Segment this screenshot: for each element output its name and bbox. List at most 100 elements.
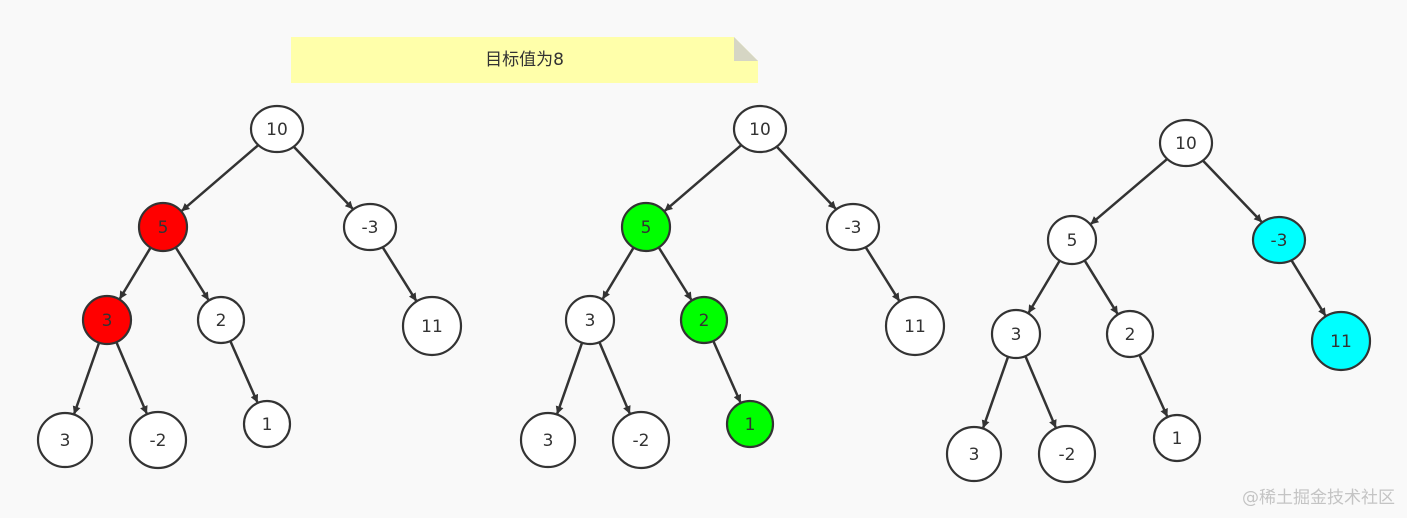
- tree-2-node-f: 11: [884, 295, 946, 357]
- edges-layer: [72, 144, 1327, 429]
- tree-3-edge-d-h: [1024, 355, 1057, 429]
- node-circle: [884, 295, 946, 357]
- tree-3-edge-c-f: [1290, 259, 1327, 317]
- node-label: 11: [1330, 332, 1352, 352]
- tree-1: 10 5 -3 3 2 11 3 -2 1: [36, 104, 463, 470]
- node-label: -2: [150, 431, 167, 451]
- tree-3-edge-d-g: [981, 356, 1010, 429]
- tree-1-edge-e-i: [229, 340, 259, 403]
- tree-3: 10 5 -3 3 2 11 3 -2 1: [945, 118, 1372, 484]
- tree-1-node-a: 10: [249, 104, 305, 154]
- nodes-layer: 10 5 -3 3 2 11 3 -2 1 10 5 -3 3 2 11 3 -2 1 10 5 -3 3 2 11 3 -2 1: [36, 104, 1372, 484]
- node-circle: [36, 411, 94, 469]
- node-label: 11: [421, 317, 443, 337]
- tree-1-edge-d-h: [115, 341, 148, 415]
- node-circle: [732, 104, 788, 154]
- node-label: 1: [745, 415, 756, 435]
- node-label: 10: [749, 120, 771, 140]
- node-circle: [137, 201, 189, 253]
- node-circle: [401, 295, 463, 357]
- node-label: -2: [633, 431, 650, 451]
- node-circle: [990, 308, 1042, 360]
- tree-3-edge-b-e: [1083, 259, 1119, 315]
- tree-3-node-c: -3: [1251, 215, 1307, 265]
- tree-2: 10 5 -3 3 2 11 3 -2 1: [519, 104, 946, 470]
- node-circle: [1105, 309, 1155, 359]
- tree-1-edge-b-d: [118, 246, 152, 300]
- node-circle: [342, 202, 398, 252]
- tree-3-edge-e-i: [1138, 354, 1169, 417]
- tree-1-edge-c-f: [381, 246, 418, 302]
- node-circle: [725, 399, 775, 449]
- tree-1-edge-d-g: [72, 342, 101, 415]
- node-label: 5: [641, 218, 652, 238]
- node-circle: [81, 294, 133, 346]
- node-circle: [825, 202, 881, 252]
- tree-2-edge-b-d: [601, 246, 635, 300]
- tree-1-node-f: 11: [401, 295, 463, 357]
- node-circle: [1037, 424, 1097, 484]
- node-label: -2: [1059, 445, 1076, 465]
- node-circle: [519, 411, 577, 469]
- node-circle: [1152, 413, 1202, 463]
- node-label: 5: [158, 218, 169, 238]
- node-circle: [1158, 118, 1214, 168]
- tree-1-edge-b-e: [174, 246, 210, 301]
- node-label: 3: [585, 311, 596, 331]
- sticky-note: [291, 37, 758, 83]
- tree-3-node-e: 2: [1105, 309, 1155, 359]
- tree-3-edge-b-d: [1027, 259, 1061, 314]
- target-value-note: 目标值为8: [485, 50, 564, 70]
- node-label: 3: [102, 311, 113, 331]
- tree-1-node-h: -2: [128, 410, 188, 470]
- tree-1-node-g: 3: [36, 411, 94, 469]
- node-circle: [945, 425, 1003, 483]
- tree-2-edge-e-i: [712, 340, 742, 403]
- tree-3-node-g: 3: [945, 425, 1003, 483]
- tree-2-node-c: -3: [825, 202, 881, 252]
- node-label: 2: [1125, 325, 1136, 345]
- node-circle: [564, 294, 616, 346]
- node-label: 3: [969, 445, 980, 465]
- tree-1-node-b: 5: [137, 201, 189, 253]
- tree-3-node-i: 1: [1152, 413, 1202, 463]
- tree-2-node-i: 1: [725, 399, 775, 449]
- node-circle: [1251, 215, 1307, 265]
- tree-2-node-e: 2: [679, 295, 729, 345]
- node-circle: [679, 295, 729, 345]
- tree-3-node-f: 11: [1310, 310, 1372, 372]
- node-label: 10: [266, 120, 288, 140]
- tree-3-node-h: -2: [1037, 424, 1097, 484]
- node-circle: [242, 399, 292, 449]
- node-label: 1: [1172, 429, 1183, 449]
- node-circle: [128, 410, 188, 470]
- tree-2-node-g: 3: [519, 411, 577, 469]
- node-label: 2: [699, 311, 710, 331]
- node-label: 3: [1011, 325, 1022, 345]
- node-label: -3: [362, 218, 379, 238]
- node-label: -3: [845, 218, 862, 238]
- node-circle: [1046, 214, 1098, 266]
- node-circle: [196, 295, 246, 345]
- tree-2-edge-d-h: [598, 341, 631, 415]
- tree-1-node-e: 2: [196, 295, 246, 345]
- tree-2-node-h: -2: [611, 410, 671, 470]
- tree-1-edge-a-b: [181, 144, 260, 212]
- watermark: @稀土掘金技术社区: [1242, 488, 1395, 508]
- tree-3-node-d: 3: [990, 308, 1042, 360]
- tree-2-edge-a-c: [775, 145, 837, 210]
- tree-1-edge-a-c: [292, 145, 354, 210]
- tree-3-node-a: 10: [1158, 118, 1214, 168]
- tree-2-node-b: 5: [620, 201, 672, 253]
- tree-1-node-c: -3: [342, 202, 398, 252]
- tree-3-node-b: 5: [1046, 214, 1098, 266]
- tree-3-edge-a-b: [1090, 157, 1169, 225]
- tree-2-node-a: 10: [732, 104, 788, 154]
- node-label: 3: [543, 431, 554, 451]
- tree-2-node-d: 3: [564, 294, 616, 346]
- tree-3-edge-a-c: [1201, 159, 1263, 223]
- tree-1-node-i: 1: [242, 399, 292, 449]
- node-label: 1: [262, 415, 273, 435]
- node-circle: [249, 104, 305, 154]
